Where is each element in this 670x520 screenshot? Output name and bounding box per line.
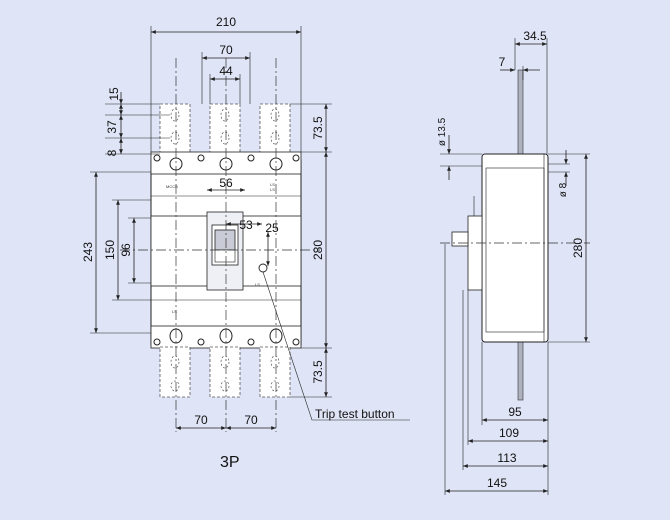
dim-mounting-150: 150 — [103, 240, 117, 260]
brand-label: LS — [270, 182, 275, 187]
trip-test-button-callout: Trip test button — [315, 407, 395, 421]
model-label: MCCB — [166, 184, 178, 189]
dim-side-95: 95 — [508, 405, 522, 419]
top-terminals — [159, 103, 291, 155]
dim-side-7: 7 — [499, 55, 506, 69]
dim-pitch-bottom-left: 70 — [194, 413, 208, 427]
dim-terminal-pitch-top: 70 — [219, 43, 233, 57]
dim-pitch-bottom-right: 70 — [244, 413, 258, 427]
dim-hole-offset-2: 8 — [105, 149, 119, 156]
dim-side-height: 280 — [571, 238, 585, 258]
dim-trip-offset: 25 — [265, 221, 279, 235]
dim-side-145: 145 — [487, 476, 507, 490]
dim-side-34-5: 34.5 — [523, 29, 547, 43]
dim-handle-width: 56 — [219, 176, 233, 190]
dim-side-109: 109 — [499, 426, 519, 440]
bottom-terminals — [159, 346, 291, 398]
centerlines — [120, 58, 320, 432]
dim-side-hole-dia: ø 13.5 — [437, 117, 448, 146]
dim-terminal-width: 44 — [219, 64, 233, 78]
dim-hole-spacing: 37 — [105, 120, 119, 134]
dim-hole-offset-1: 15 — [107, 87, 121, 101]
dim-terminal-height-top: 73.5 — [311, 116, 325, 140]
dim-side-stud-dia: ø 8 — [558, 182, 569, 197]
nameplate-label: LS — [255, 282, 260, 287]
handle-assembly — [206, 211, 244, 291]
trip-test-button[interactable] — [258, 263, 268, 273]
dim-overall-height: 280 — [311, 240, 325, 260]
dim-mounting-243: 243 — [81, 242, 95, 262]
frame-label: LS — [270, 187, 275, 192]
dim-handle-window: 53 — [239, 218, 253, 232]
front-view: MCCB LS LS LS LS — [81, 15, 410, 471]
dim-mounting-96: 96 — [119, 243, 133, 257]
pole-caption: 3P — [220, 454, 240, 471]
rating-label: LS — [172, 309, 177, 314]
side-body — [481, 153, 549, 343]
dim-terminal-height-bottom: 73.5 — [311, 360, 325, 384]
side-handle — [451, 196, 483, 291]
side-view: 34.5 7 ø 13.5 ø 8 280 95 109 113 145 — [437, 29, 590, 495]
dim-side-113: 113 — [497, 451, 516, 465]
dim-overall-width: 210 — [216, 15, 236, 29]
